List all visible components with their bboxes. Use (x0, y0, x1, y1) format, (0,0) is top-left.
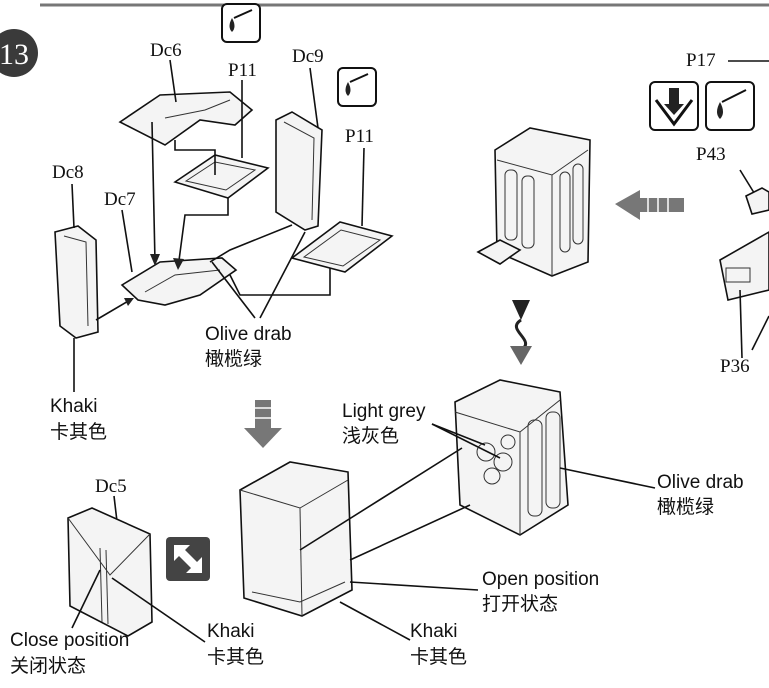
leader-khaki-3 (340, 602, 410, 640)
caption-olive-drab-2: Olive drab (657, 472, 744, 493)
label-p36: P36 (720, 356, 750, 377)
label-p11-a: P11 (228, 60, 257, 81)
label-p17: P17 (686, 50, 716, 71)
caption-khaki-2: Khaki (207, 621, 255, 642)
part-p43-small (746, 188, 769, 214)
step-badge: 13 (0, 29, 38, 77)
caption-olive-drab-1-zh: 橄榄绿 (205, 348, 262, 370)
step-number: 13 (0, 38, 29, 71)
flip-arrows-icon (166, 537, 210, 581)
insert-line-b (350, 505, 470, 560)
caption-khaki-1-zh: 卡其色 (50, 421, 107, 443)
caption-khaki-3-zh: 卡其色 (410, 646, 467, 668)
leader-olive-2 (560, 468, 655, 488)
leader-dc8 (72, 184, 74, 228)
caption-light-grey-zh: 浅灰色 (342, 425, 399, 447)
leader-olive-1b (260, 232, 305, 318)
leader-p36-b (752, 316, 769, 350)
glue-drop-icon (338, 68, 376, 106)
leader-dc9 (310, 68, 318, 128)
part-equipment-box-open (455, 380, 568, 535)
direction-arrow-icon (615, 190, 684, 220)
caption-khaki-2-zh: 卡其色 (207, 646, 264, 668)
part-dc5-cover (68, 508, 152, 636)
leader-p36 (740, 290, 742, 358)
rotate-down-icon (510, 300, 532, 365)
label-dc5: Dc5 (95, 476, 127, 497)
part-khaki-sleeve (240, 462, 352, 616)
leader-open (350, 582, 478, 590)
part-dc8-panel (55, 226, 98, 338)
leader-p11-b (362, 148, 364, 226)
part-equipment-box-top (478, 128, 590, 276)
leader-dc7 (122, 210, 132, 272)
caption-open-position-zh: 打开状态 (482, 593, 558, 615)
glue-drop-icon (706, 82, 754, 130)
caption-khaki-1: Khaki (50, 396, 98, 417)
label-dc9: Dc9 (292, 46, 324, 67)
label-dc6: Dc6 (150, 40, 182, 61)
caption-close-position-zh: 关闭状态 (10, 655, 86, 677)
glue-drop-icon (222, 4, 260, 42)
part-dc9-panel (276, 112, 322, 230)
label-p11-b: P11 (345, 126, 374, 147)
label-dc7: Dc7 (104, 189, 136, 210)
caption-olive-drab-2-zh: 橄榄绿 (657, 496, 714, 518)
direction-arrow-icon (244, 400, 282, 448)
caption-khaki-3: Khaki (410, 621, 458, 642)
part-p11-tray-a (175, 155, 268, 198)
caption-open-position: Open position (482, 569, 599, 590)
label-dc8: Dc8 (52, 162, 84, 183)
apply-arrow-icon (650, 82, 698, 130)
label-p43: P43 (696, 144, 726, 165)
caption-light-grey: Light grey (342, 401, 426, 422)
caption-close-position: Close position (10, 630, 129, 651)
caption-olive-drab-1: Olive drab (205, 324, 292, 345)
part-p36-rack (720, 232, 769, 300)
part-dc6-panel (120, 92, 252, 145)
